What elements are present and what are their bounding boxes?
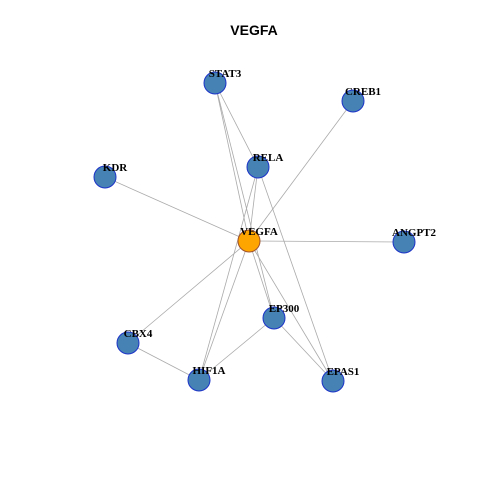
node-creb1: CREB1 <box>341 86 381 113</box>
edge-vegfa-stat3 <box>214 82 250 242</box>
node-rela: RELA <box>246 152 284 179</box>
node-label-creb1: CREB1 <box>345 86 381 98</box>
node-label-angpt2: ANGPT2 <box>392 227 437 239</box>
node-label-epas1: EPAS1 <box>327 366 360 378</box>
node-circle-stat3 <box>203 71 227 95</box>
edge-layer <box>104 82 405 382</box>
edge-cbx4-hif1a <box>127 342 200 381</box>
node-circle-hif1a <box>187 368 211 392</box>
node-circle-kdr <box>93 165 117 189</box>
edge-ep300-epas1 <box>273 317 334 382</box>
edge-vegfa-creb1 <box>248 100 354 242</box>
node-angpt2: ANGPT2 <box>392 227 437 254</box>
edge-rela-hif1a <box>198 166 259 381</box>
node-circle-cbx4 <box>116 331 140 355</box>
node-circle-rela <box>246 155 270 179</box>
edge-ep300-hif1a <box>198 317 275 381</box>
edge-vegfa-hif1a <box>198 240 250 381</box>
node-vegfa: VEGFA <box>237 226 278 253</box>
node-label-cbx4: CBX4 <box>124 328 153 340</box>
node-cbx4: CBX4 <box>116 328 153 355</box>
graph-title: VEGFA <box>230 22 277 38</box>
node-stat3: STAT3 <box>203 68 242 95</box>
edge-vegfa-angpt2 <box>248 240 405 243</box>
edge-stat3-ep300 <box>214 82 275 319</box>
node-label-vegfa: VEGFA <box>240 226 278 238</box>
node-hif1a: HIF1A <box>187 365 226 392</box>
node-circle-ep300 <box>262 306 286 330</box>
edge-vegfa-rela <box>248 166 259 242</box>
node-label-rela: RELA <box>253 152 284 164</box>
node-label-ep300: EP300 <box>269 303 300 315</box>
node-epas1: EPAS1 <box>321 366 360 393</box>
edge-stat3-rela <box>214 82 259 168</box>
node-ep300: EP300 <box>262 303 300 330</box>
node-circle-epas1 <box>321 369 345 393</box>
node-label-stat3: STAT3 <box>209 68 242 80</box>
edge-vegfa-epas1 <box>248 240 334 382</box>
node-kdr: KDR <box>93 162 129 189</box>
edge-vegfa-kdr <box>104 176 250 242</box>
edge-vegfa-cbx4 <box>127 240 250 344</box>
node-label-kdr: KDR <box>103 162 129 174</box>
edge-rela-epas1 <box>257 166 334 382</box>
node-circle-creb1 <box>341 89 365 113</box>
node-circle-vegfa <box>237 229 261 253</box>
node-label-hif1a: HIF1A <box>193 365 226 377</box>
edge-vegfa-ep300 <box>248 240 275 319</box>
node-circle-angpt2 <box>392 230 416 254</box>
